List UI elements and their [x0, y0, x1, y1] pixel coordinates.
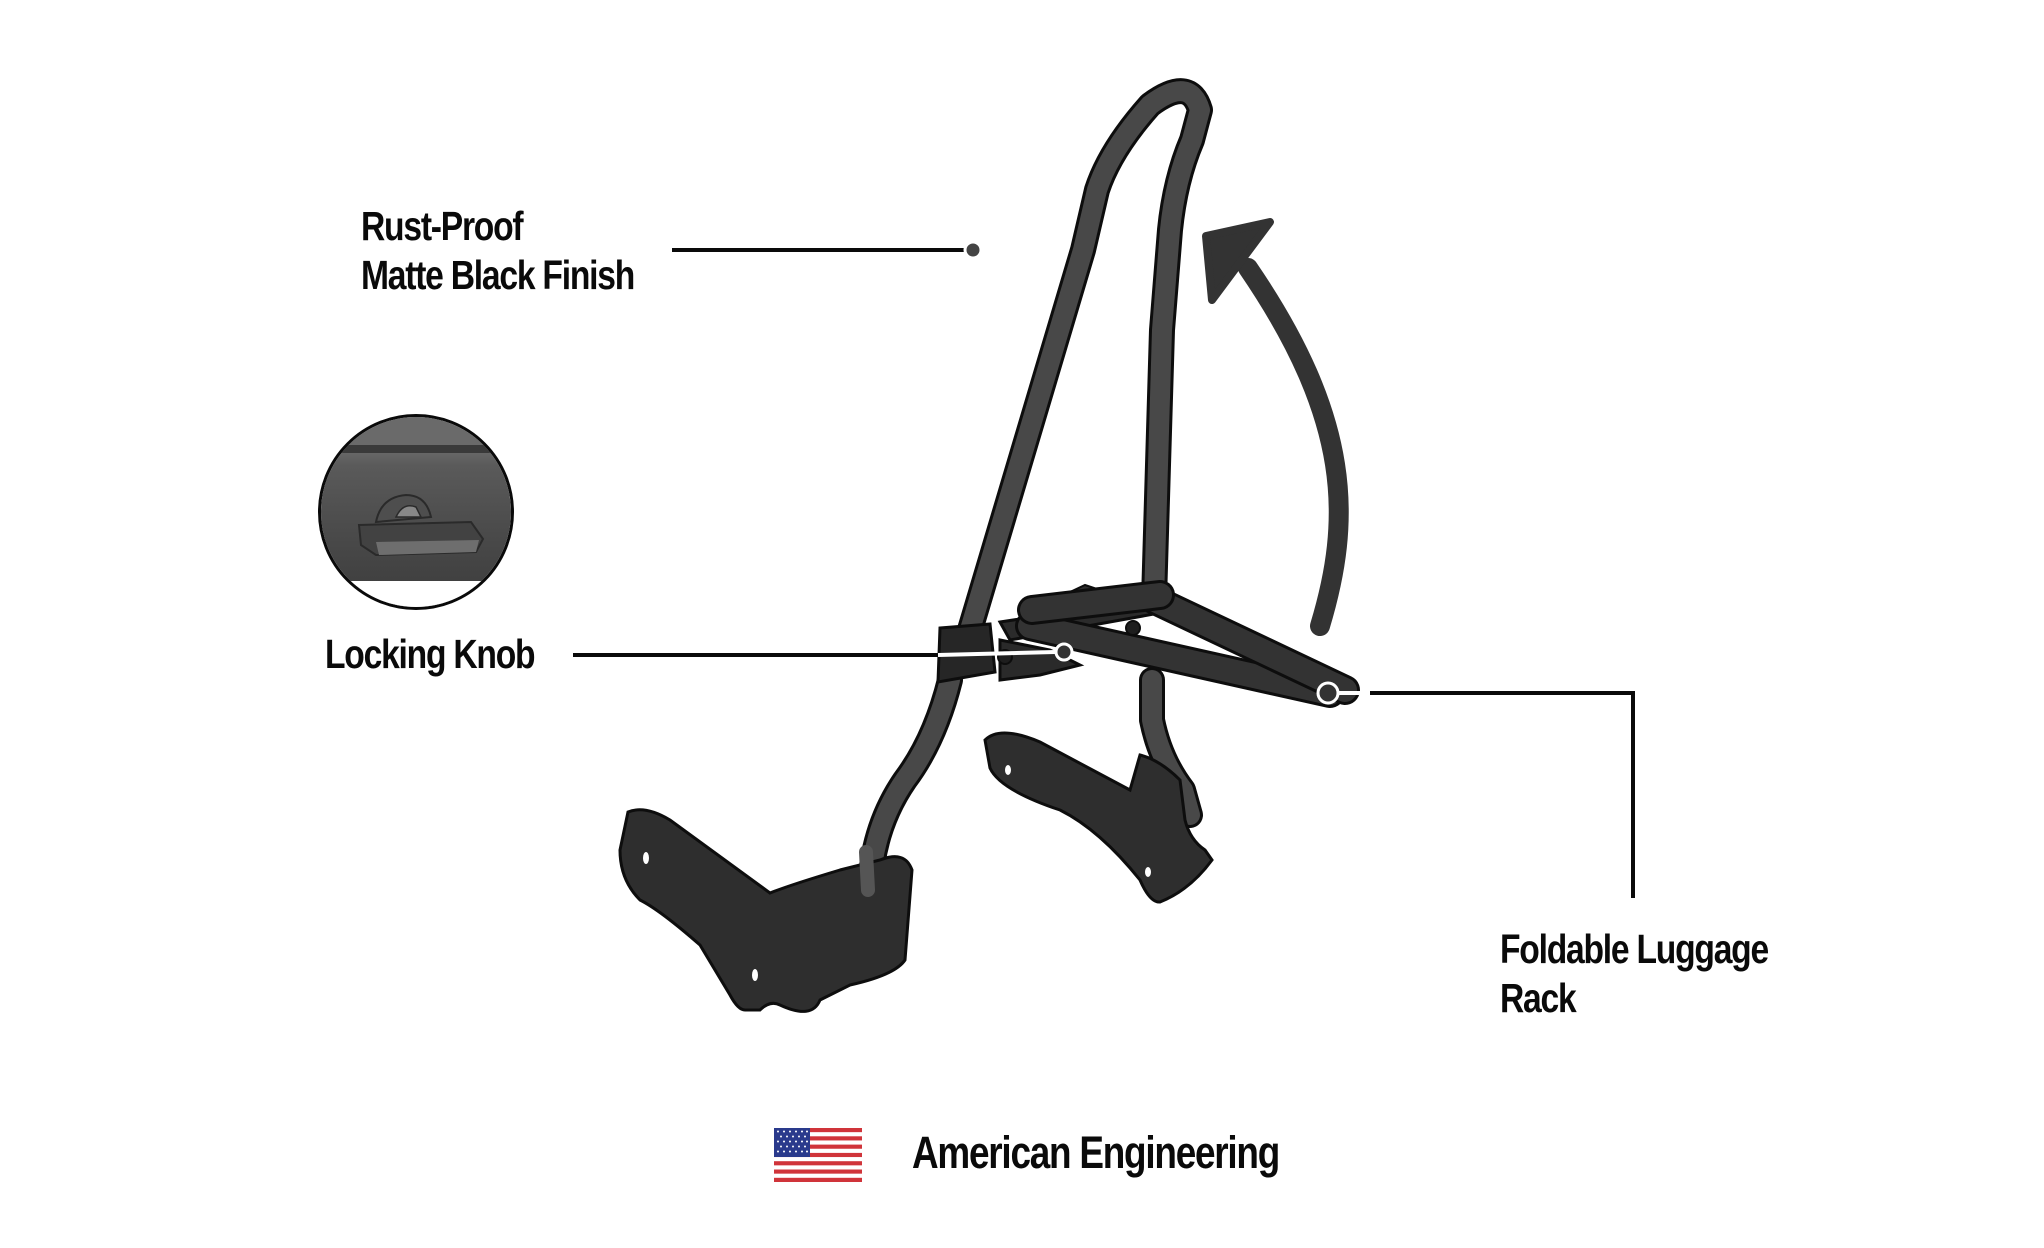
callout-line: Locking Knob: [325, 631, 536, 677]
callout-leader-rust-proof: [672, 240, 983, 260]
foldable-luggage-rack: [936, 580, 1360, 708]
left-mounting-plate: [618, 808, 914, 1013]
american-engineering-label: American Engineering: [912, 1127, 1280, 1178]
callout-label-rust-proof: Rust-Proof Matte Black Finish: [361, 202, 635, 300]
us-flag-icon: [774, 1128, 862, 1182]
locking-knob-closeup-icon: [321, 417, 511, 607]
curved-arrow-up-icon: [1202, 218, 1349, 636]
callout-leader-foldable-rack: [1316, 681, 1635, 898]
callout-line: Rust-Proof: [361, 203, 524, 249]
callout-label-foldable-rack: Foldable Luggage Rack: [1500, 925, 1769, 1023]
callout-label-locking-knob: Locking Knob: [325, 630, 536, 679]
callout-line: Rack: [1500, 975, 1577, 1021]
right-mounting-plate: [983, 731, 1214, 904]
callout-leader-locking-knob: [573, 642, 1074, 662]
callout-line: Matte Black Finish: [361, 252, 635, 298]
callout-line: Foldable Luggage: [1500, 926, 1769, 972]
backrest-frame: [857, 78, 1213, 903]
locking-knob-closeup-inset: [318, 414, 514, 610]
